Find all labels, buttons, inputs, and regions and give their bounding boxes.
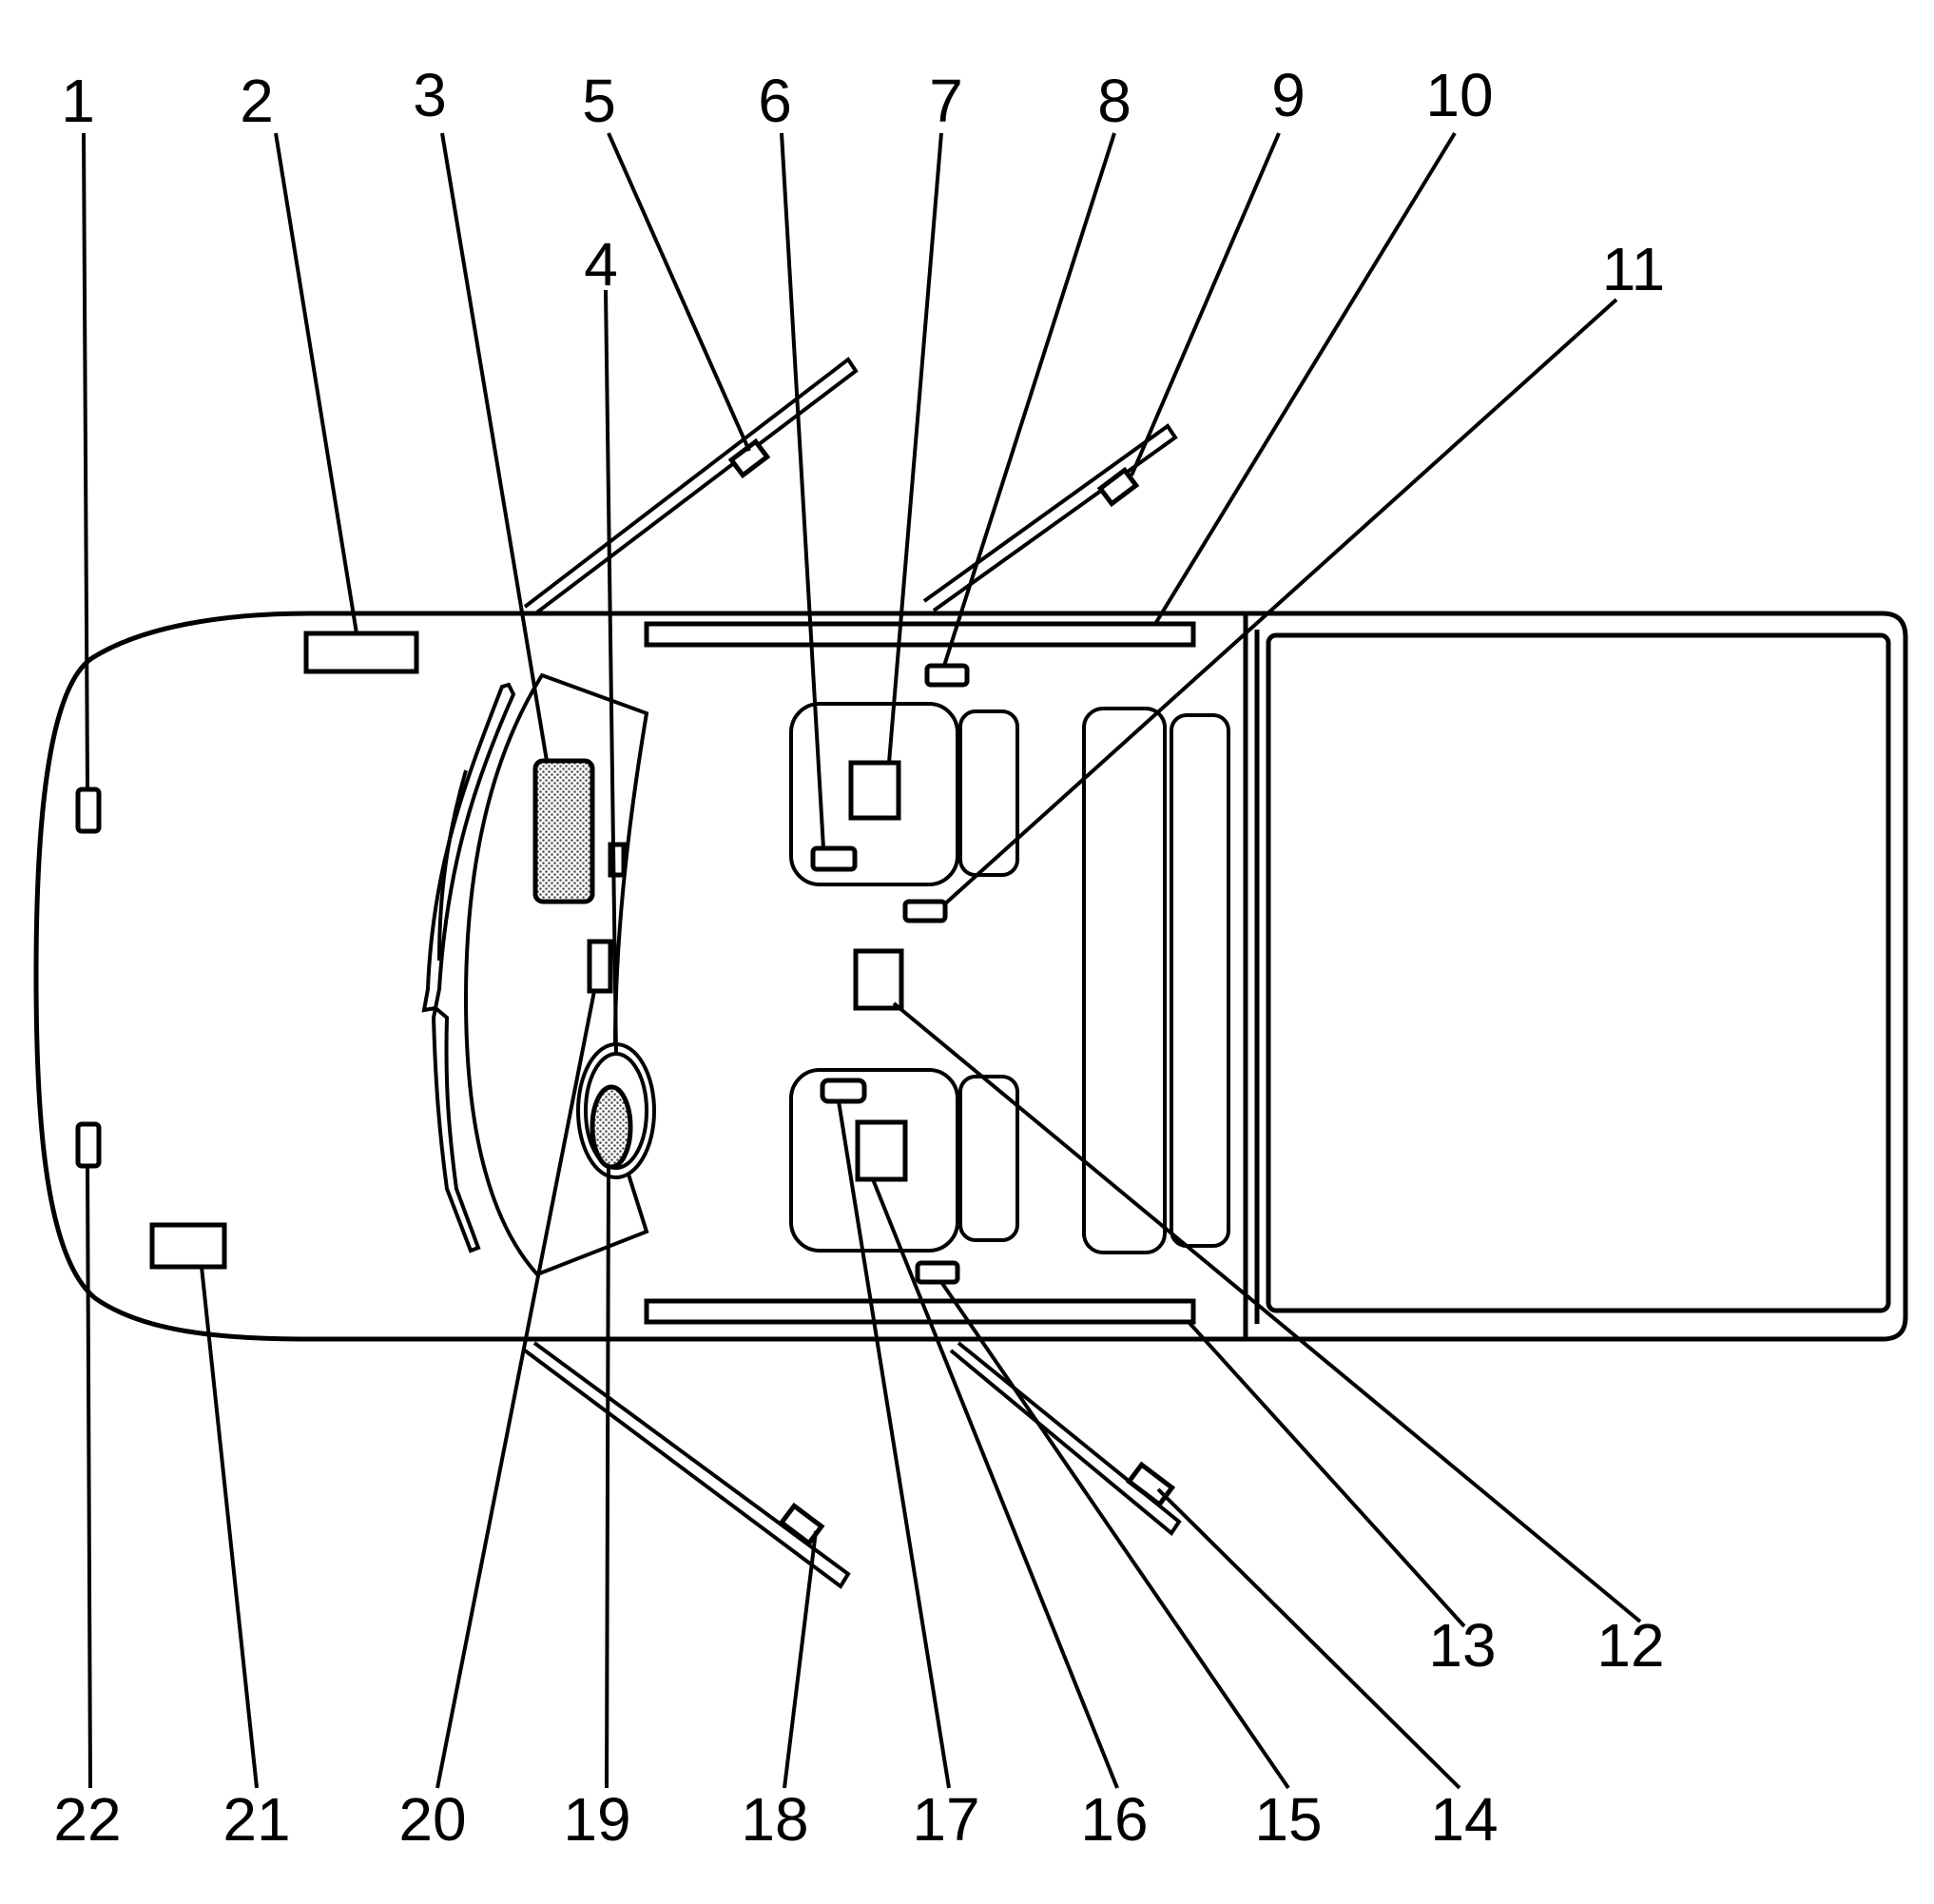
- rear-right-door-glass: [949, 1341, 1182, 1536]
- component-17: [820, 1078, 867, 1104]
- driver-seat-cushion: [789, 702, 959, 886]
- callout-9: 9: [1271, 61, 1305, 129]
- windshield-base-curve: [463, 672, 649, 1277]
- left-sill-strip: [644, 621, 1196, 648]
- leader-4: [604, 289, 618, 1057]
- component-1: [75, 787, 102, 834]
- component-8: [924, 663, 970, 688]
- component-7: [848, 760, 901, 821]
- steering-wheel: [576, 1042, 656, 1179]
- leader-14: [1156, 1487, 1461, 1790]
- callout-1: 1: [61, 67, 95, 135]
- component-16: [855, 1119, 908, 1182]
- leader-18: [783, 1530, 818, 1789]
- vehicle-body: [33, 611, 1908, 1342]
- component-9: [1096, 466, 1140, 508]
- component-12: [853, 948, 904, 1011]
- leader-13: [1187, 1320, 1466, 1628]
- component-22: [75, 1121, 102, 1169]
- truck-bed-box: [1266, 632, 1891, 1313]
- door-glass: [523, 357, 1182, 1589]
- callout-8: 8: [1097, 67, 1131, 135]
- passenger-seat-back: [958, 1075, 1019, 1242]
- component-20: [587, 939, 613, 994]
- callout-11: 11: [1602, 235, 1665, 303]
- callout-numbers: 1 2 3 4 5 6 7 8 9 10 11 12 13 14 15 16 1…: [53, 61, 1665, 1854]
- callout-12: 12: [1596, 1611, 1664, 1680]
- callout-4: 4: [584, 230, 618, 299]
- component-6: [810, 845, 858, 872]
- component-2: [303, 631, 419, 674]
- callout-16: 16: [1080, 1785, 1148, 1854]
- rear-seat-back: [1170, 713, 1230, 1248]
- leader-19: [605, 1167, 610, 1789]
- callout-15: 15: [1254, 1785, 1322, 1854]
- callout-17: 17: [912, 1785, 979, 1854]
- driver-seat-back: [958, 709, 1019, 877]
- windshield-area: [421, 672, 649, 1277]
- rear-left-door-glass: [922, 423, 1178, 612]
- front-left-door-glass: [523, 357, 859, 616]
- callout-21: 21: [222, 1785, 290, 1854]
- component-15: [915, 1260, 960, 1285]
- component-21: [149, 1222, 227, 1270]
- callout-14: 14: [1430, 1785, 1498, 1854]
- front-right-door-glass: [523, 1341, 851, 1589]
- rear-seat-cushion: [1082, 707, 1167, 1254]
- leader-22: [86, 1165, 92, 1789]
- leader-9: [1130, 132, 1281, 476]
- callout-10: 10: [1425, 61, 1493, 129]
- callout-19: 19: [563, 1785, 630, 1854]
- leader-1: [82, 132, 89, 790]
- body-outline: [33, 611, 1246, 1342]
- leader-lines: [82, 131, 1642, 1790]
- windshield-wiper-right: [431, 1004, 481, 1253]
- leader-16: [871, 1178, 1119, 1789]
- component-3: [532, 758, 595, 904]
- windshield-wiper-left: [421, 682, 516, 1013]
- callout-5: 5: [582, 67, 616, 135]
- callout-22: 22: [53, 1785, 121, 1854]
- leader-20: [435, 990, 596, 1789]
- leader-8: [942, 132, 1116, 667]
- callout-3: 3: [413, 61, 447, 129]
- leader-21: [200, 1266, 259, 1789]
- component-5: [727, 437, 771, 479]
- leader-10: [1153, 131, 1457, 626]
- leader-6: [780, 132, 825, 849]
- callout-13: 13: [1428, 1611, 1496, 1680]
- callout-2: 2: [240, 67, 274, 135]
- truck-bed-outer: [1246, 611, 1908, 1342]
- seats: [789, 702, 1230, 1254]
- right-sill-strip: [644, 1298, 1196, 1325]
- wiper-arm-inner: [437, 769, 468, 962]
- leader-5: [607, 132, 751, 452]
- leader-7: [887, 132, 943, 764]
- component-11: [902, 899, 948, 923]
- callout-20: 20: [398, 1785, 466, 1854]
- sill-strips: [644, 621, 1196, 1325]
- passenger-seat-cushion: [789, 1068, 959, 1253]
- leader-11: [941, 298, 1618, 907]
- leader-2: [274, 132, 358, 634]
- callout-18: 18: [741, 1785, 808, 1854]
- leader-17: [837, 1100, 951, 1789]
- component-19: [590, 1084, 633, 1170]
- callout-7: 7: [929, 67, 963, 135]
- leader-3: [440, 132, 549, 762]
- leader-12: [892, 1001, 1642, 1623]
- components: [75, 437, 1176, 1547]
- callout-6: 6: [758, 67, 792, 135]
- leader-15: [939, 1280, 1290, 1790]
